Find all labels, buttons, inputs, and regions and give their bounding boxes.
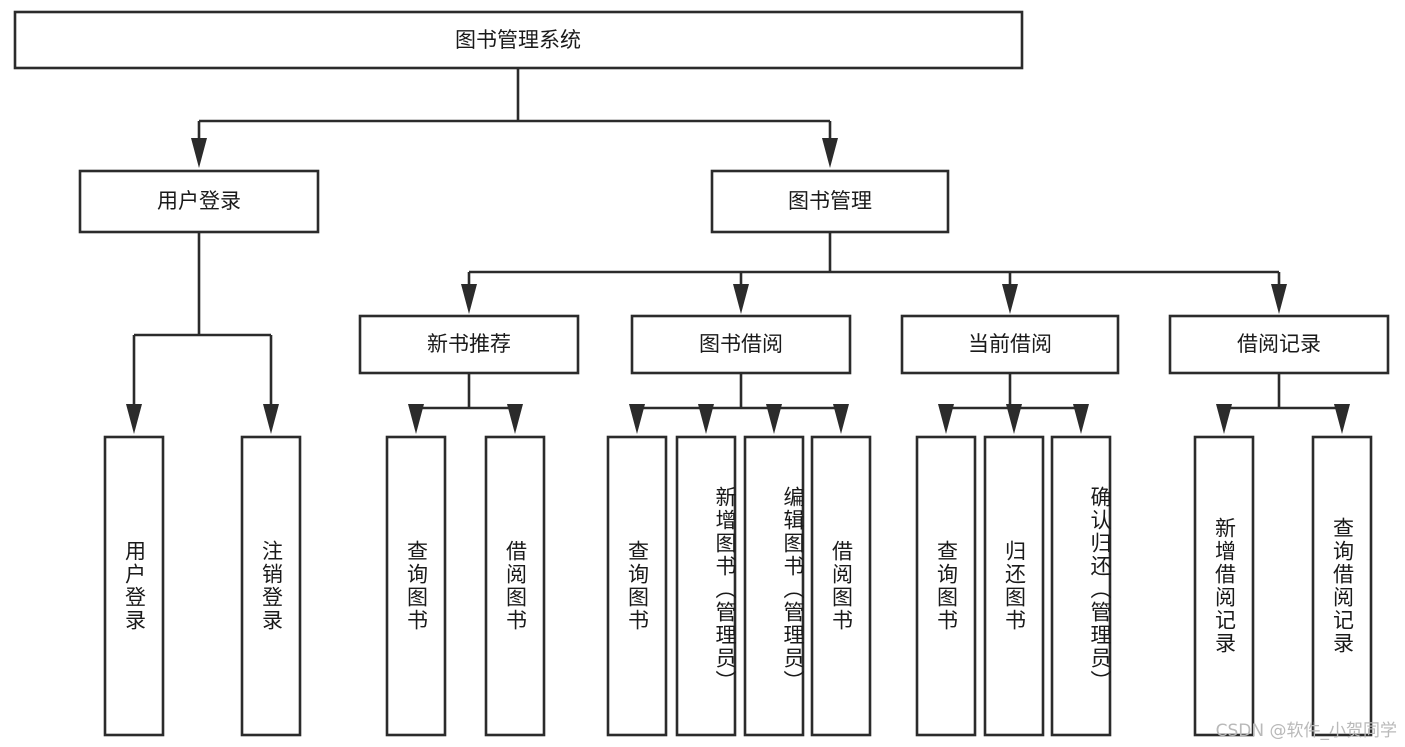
arrow-to-user-login: [191, 138, 207, 168]
node-new-book-recommend[interactable]: 新书推荐: [358, 314, 580, 375]
node-current-borrow-rect[interactable]: [900, 314, 1120, 375]
node-book-borrow[interactable]: 图书借阅: [630, 314, 852, 375]
node-book-management-label: 图书管理: [788, 189, 872, 213]
arrow-to-leaf-borrow-book-b: [833, 404, 849, 434]
node-root-rect[interactable]: [13, 10, 1024, 70]
leaf-rect-query-book-b[interactable]: [606, 435, 668, 737]
arrow-to-book-mgmt: [822, 138, 838, 168]
leaf-rect-edit-book[interactable]: [743, 435, 805, 737]
connector-group-root: [191, 68, 838, 168]
node-current-borrow-label: 当前借阅: [968, 332, 1052, 356]
leaf-rect-add-record[interactable]: [1193, 435, 1255, 737]
arrow-to-leaf-logout: [263, 404, 279, 434]
leaf-rect-query-book-c[interactable]: [915, 435, 977, 737]
arrow-to-leaf-return-book: [1006, 404, 1022, 434]
arrow-to-current-borrow: [1002, 284, 1018, 314]
arrow-to-leaf-query-book-a: [408, 404, 424, 434]
arrow-to-leaf-user-login: [126, 404, 142, 434]
arrow-to-leaf-add-record: [1216, 404, 1232, 434]
node-root-label: 图书管理系统: [455, 28, 581, 52]
arrow-to-leaf-add-book: [698, 404, 714, 434]
node-borrow-record[interactable]: 借阅记录: [1168, 314, 1390, 375]
leaf-rect-logout[interactable]: [240, 435, 302, 737]
node-user-login-rect[interactable]: [78, 169, 320, 234]
leaf-rect-return-book[interactable]: [983, 435, 1045, 737]
arrow-to-new-book-rec: [461, 284, 477, 314]
leaf-rect-borrow-book-b[interactable]: [810, 435, 872, 737]
node-borrow-record-label: 借阅记录: [1237, 332, 1321, 356]
node-new-book-recommend-rect[interactable]: [358, 314, 580, 375]
arrow-to-leaf-borrow-book-a: [507, 404, 523, 434]
leaf-rect-confirm-return[interactable]: [1050, 435, 1112, 737]
node-user-login[interactable]: 用户登录: [78, 169, 320, 234]
leaf-rect-add-book[interactable]: [675, 435, 737, 737]
arrow-to-leaf-query-book-c: [938, 404, 954, 434]
csdn-watermark: CSDN @软件_小贺同学: [1215, 721, 1397, 741]
node-root[interactable]: 图书管理系统: [13, 10, 1024, 70]
arrow-to-borrow-record: [1271, 284, 1287, 314]
connector-group-borrow-record: [1216, 373, 1350, 434]
arrow-to-leaf-confirm-return: [1073, 404, 1089, 434]
node-current-borrow[interactable]: 当前借阅: [900, 314, 1120, 375]
node-book-borrow-label: 图书借阅: [699, 332, 783, 356]
leaf-rect-query-book-a[interactable]: [385, 435, 447, 737]
leaf-boxes: [103, 435, 1373, 737]
node-book-management-rect[interactable]: [710, 169, 950, 234]
arrow-to-leaf-query-record: [1334, 404, 1350, 434]
leaf-rect-query-record[interactable]: [1311, 435, 1373, 737]
node-book-management[interactable]: 图书管理: [710, 169, 950, 234]
arrow-to-leaf-edit-book: [766, 404, 782, 434]
node-new-book-recommend-label: 新书推荐: [427, 332, 511, 356]
connector-group-book-borrow: [629, 373, 849, 434]
arrow-to-leaf-query-book-b: [629, 404, 645, 434]
node-user-login-label: 用户登录: [157, 189, 241, 213]
connector-group-current-borrow: [938, 373, 1089, 434]
arrow-to-book-borrow: [733, 284, 749, 314]
node-borrow-record-rect[interactable]: [1168, 314, 1390, 375]
connector-group-user-login: [126, 232, 279, 434]
connector-group-new-book-rec: [408, 373, 523, 434]
node-book-borrow-rect[interactable]: [630, 314, 852, 375]
leaf-rect-user-login[interactable]: [103, 435, 165, 737]
leaf-rect-borrow-book-a[interactable]: [484, 435, 546, 737]
connector-group-book-mgmt: [461, 232, 1287, 314]
